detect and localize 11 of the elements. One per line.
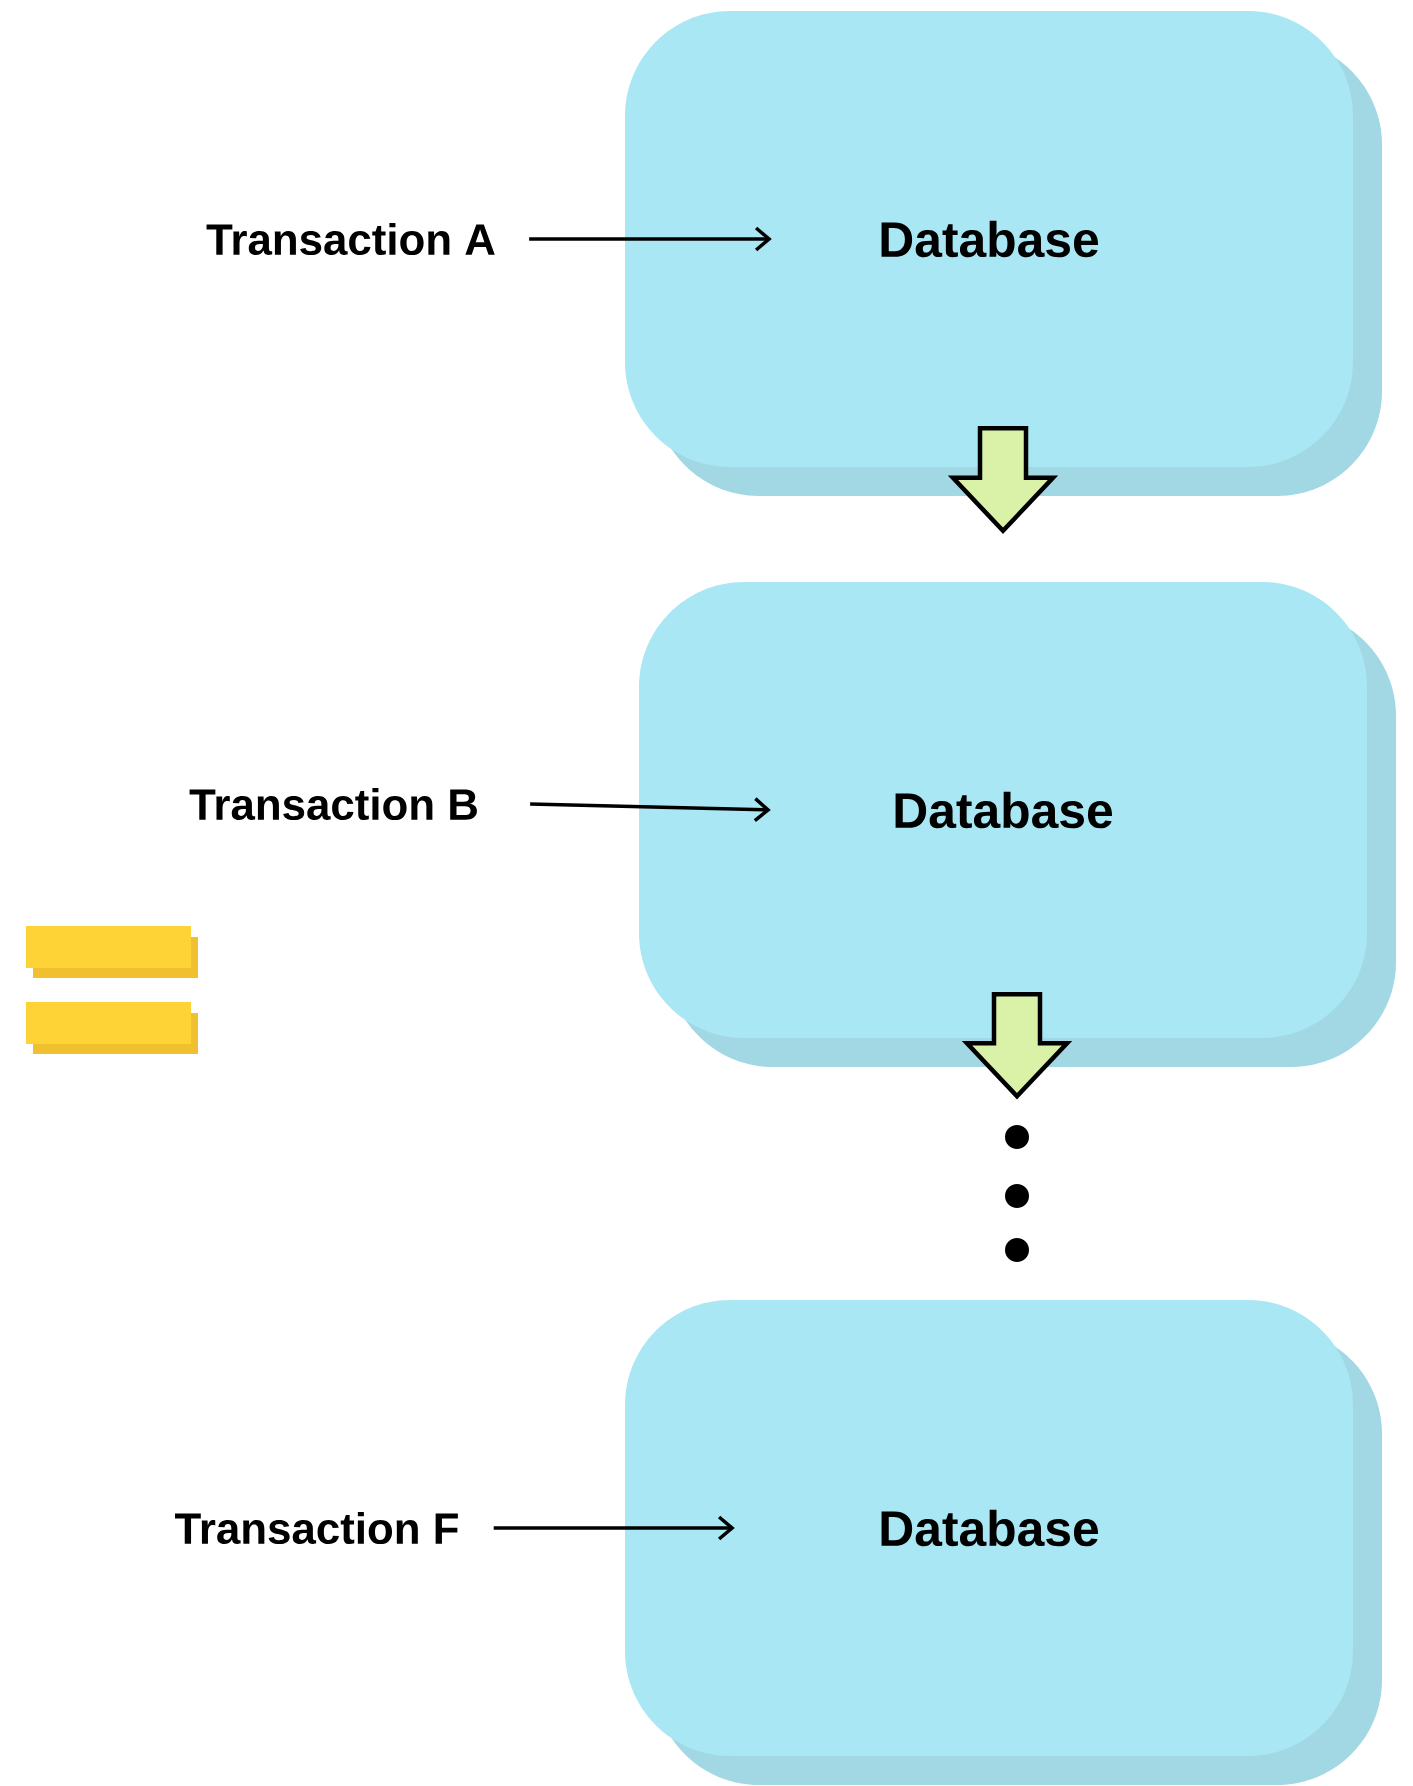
database-box: Database: [639, 582, 1396, 1067]
database-box: Database: [625, 1300, 1382, 1785]
arrow: [530, 797, 771, 822]
arrow: [493, 1515, 735, 1541]
transaction-label: Transaction B: [189, 787, 477, 821]
arrow: [529, 226, 772, 252]
block-arrow: [961, 991, 1073, 1100]
transaction-label: Transaction F: [175, 1511, 458, 1545]
transaction-label: Transaction A: [206, 222, 495, 256]
block-arrow: [947, 425, 1059, 535]
database-box: Database: [625, 11, 1382, 496]
